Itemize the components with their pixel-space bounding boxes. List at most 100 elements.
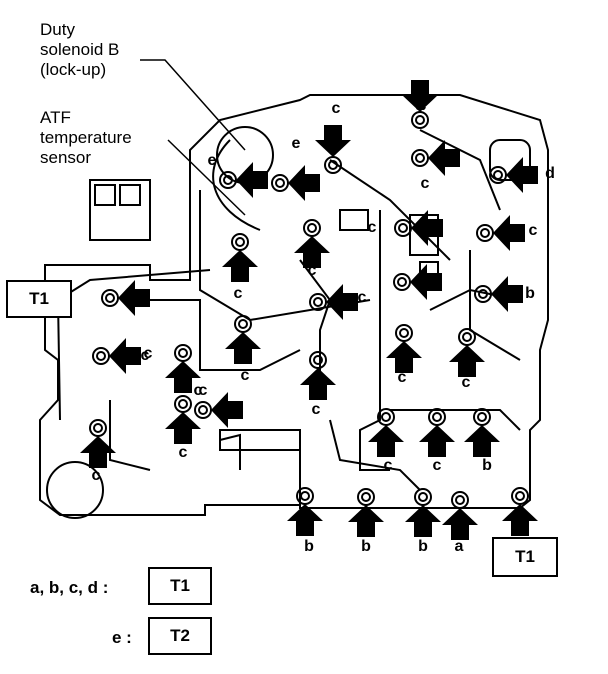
terminal-bolt-center xyxy=(477,412,487,422)
terminal-bolt-center xyxy=(105,293,115,303)
terminal-bolt-center xyxy=(223,175,233,185)
terminal-letter: c xyxy=(398,369,407,386)
solenoid-callout-line-3: (lock-up) xyxy=(40,60,107,79)
legend-keys-2: e : xyxy=(112,628,132,647)
solenoid-callout: Duty solenoid B (lock-up) xyxy=(40,20,119,80)
terminal-bolt-center xyxy=(455,495,465,505)
terminal-bolt-center xyxy=(300,491,310,501)
terminal-letter: c xyxy=(358,289,367,306)
check-arrow-icon xyxy=(493,215,525,251)
terminal-letter: b xyxy=(361,538,371,555)
terminal-bolt-center xyxy=(478,289,488,299)
terminal-bolt-center xyxy=(397,277,407,287)
terminal-bolt xyxy=(231,233,249,251)
terminal-bolt-center xyxy=(178,348,188,358)
legend-value-1: T1 xyxy=(148,567,212,605)
sensor-callout-line-1: ATF xyxy=(40,108,71,127)
check-arrow-icon xyxy=(464,425,500,457)
terminal-bolt xyxy=(393,273,411,291)
legend-value-2: T2 xyxy=(148,617,212,655)
check-arrow-icon xyxy=(405,505,441,537)
check-arrow-icon xyxy=(386,341,422,373)
check-arrow-icon xyxy=(287,504,323,536)
solenoid-callout-line-1: Duty xyxy=(40,20,75,39)
check-arrow-icon xyxy=(211,392,243,428)
check-arrow-icon xyxy=(368,425,404,457)
terminal-bolt-center xyxy=(399,328,409,338)
terminal-bolt xyxy=(303,219,321,237)
terminal-letter: c xyxy=(433,457,442,474)
terminal-bolt-center xyxy=(398,223,408,233)
check-arrow-icon xyxy=(411,210,443,246)
terminal-bolt xyxy=(395,324,413,342)
terminal-bolt-center xyxy=(198,405,208,415)
check-arrow-icon xyxy=(442,508,478,540)
check-arrow-icon xyxy=(419,425,455,457)
terminal-bolt xyxy=(89,419,107,437)
terminal-bolt xyxy=(476,224,494,242)
check-arrow-icon xyxy=(348,505,384,537)
terminal-letter: c xyxy=(384,457,393,474)
check-arrow-icon xyxy=(300,368,336,400)
terminal-bolt xyxy=(473,408,491,426)
terminal-letter: c xyxy=(199,382,208,399)
terminal-letter: c xyxy=(332,100,341,117)
check-arrow-icon xyxy=(315,125,351,157)
terminal-bolt-center xyxy=(480,228,490,238)
terminal-bolt xyxy=(174,344,192,362)
terminal-bolt xyxy=(428,408,446,426)
terminal-letter: b xyxy=(525,285,535,302)
terminal-bolt-center xyxy=(361,492,371,502)
solenoid-callout-line-2: solenoid B xyxy=(40,40,120,59)
terminal-letter: a xyxy=(455,538,464,555)
terminal-letter: b xyxy=(418,538,428,555)
terminal-letter: c xyxy=(241,367,250,384)
check-arrow-icon xyxy=(80,436,116,468)
terminal-bolt xyxy=(451,491,469,509)
terminal-bolt xyxy=(174,395,192,413)
terminal-bolt-center xyxy=(313,297,323,307)
terminal-letter: c xyxy=(144,345,153,362)
sensor-callout-line-3: sensor xyxy=(40,148,92,167)
check-arrow-icon xyxy=(109,338,141,374)
terminal-bolt xyxy=(271,174,289,192)
terminal-bolt-center xyxy=(178,399,188,409)
terminal-letter: c xyxy=(194,382,203,399)
terminal-letter: c xyxy=(141,347,150,364)
terminal-letter: d xyxy=(545,165,555,182)
check-arrow-icon xyxy=(410,264,442,300)
terminal-bolt xyxy=(394,219,412,237)
check-arrow-icon xyxy=(502,504,538,536)
check-arrow-icon xyxy=(165,361,201,393)
terminal-letter: c xyxy=(308,262,317,279)
check-arrow-icon xyxy=(236,162,268,198)
terminal-bolt-center xyxy=(238,319,248,329)
terminal-letter: a xyxy=(416,97,425,114)
terminal-box-bottom-right: T1 xyxy=(492,537,558,577)
check-arrow-icon xyxy=(118,280,150,316)
terminal-letter: c xyxy=(421,175,430,192)
terminal-bolt-center xyxy=(235,237,245,247)
terminal-letter: c xyxy=(418,97,427,114)
terminal-bolt-center xyxy=(415,153,425,163)
terminal-bolt xyxy=(357,488,375,506)
check-arrow-icon xyxy=(326,284,358,320)
check-arrow-icon xyxy=(506,157,538,193)
terminal-bolt-center xyxy=(328,160,338,170)
terminal-letter: b xyxy=(482,457,492,474)
terminal-box-left: T1 xyxy=(6,280,72,318)
terminal-bolt xyxy=(92,347,110,365)
terminal-bolt xyxy=(414,488,432,506)
terminal-bolt xyxy=(411,111,429,129)
terminal-bolt-center xyxy=(96,351,106,361)
terminal-letter: b xyxy=(304,538,314,555)
terminal-bolt xyxy=(194,401,212,419)
terminal-letter: c xyxy=(462,374,471,391)
terminal-bolt-center xyxy=(275,178,285,188)
terminal-bolt-center xyxy=(93,423,103,433)
sensor-callout-line-2: temperature xyxy=(40,128,132,147)
check-arrow-icon xyxy=(165,412,201,444)
terminal-letter: c xyxy=(179,444,188,461)
terminal-bolt-center xyxy=(415,115,425,125)
